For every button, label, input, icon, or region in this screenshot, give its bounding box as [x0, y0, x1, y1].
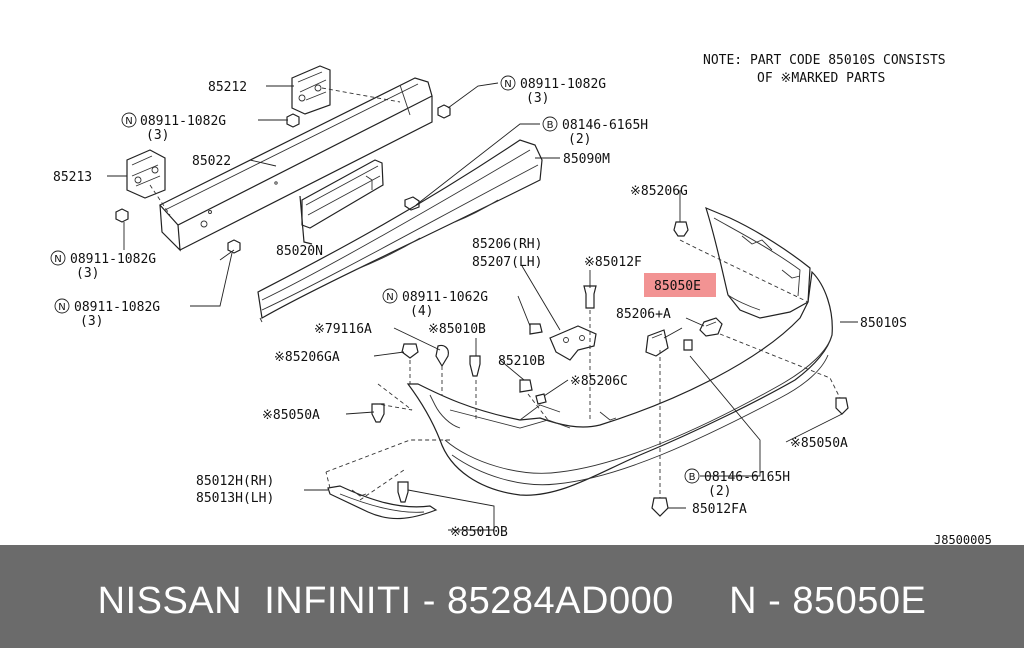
bracket-85212 — [291, 65, 331, 115]
symbol-circles: N N B N N N B — [50, 75, 700, 484]
label-qty: (2) — [568, 132, 591, 147]
label-qty: (3) — [80, 314, 103, 329]
bracket-85213 — [126, 149, 166, 199]
mud-guard-85012h — [327, 485, 438, 520]
label-qty: (2) — [708, 484, 731, 499]
label-08146-6165h-bottom[interactable]: 08146-6165H — [704, 470, 790, 485]
clip-85050e — [699, 317, 723, 337]
label-85010s[interactable]: 85010S — [860, 316, 907, 331]
symbol-n: N — [125, 116, 132, 127]
label-85012f[interactable]: ※85012F — [584, 255, 642, 270]
fasteners — [371, 221, 849, 517]
symbol-n: N — [504, 79, 511, 90]
label-85206ga[interactable]: ※85206GA — [274, 350, 340, 365]
absorber-85090m — [257, 139, 543, 323]
side-bracket-85206 — [549, 325, 597, 361]
symbol-b: B — [547, 120, 554, 131]
parts-diagram: NOTE: PART CODE 85010S CONSISTS OF ※MARK… — [50, 53, 992, 545]
label-85020n[interactable]: 85020N — [276, 244, 323, 259]
label-85050a-left[interactable]: ※85050A — [262, 408, 320, 423]
label-85210b[interactable]: 85210B — [498, 354, 545, 369]
label-85206g[interactable]: ※85206G — [630, 184, 688, 199]
label-85050a-right[interactable]: ※85050A — [790, 436, 848, 451]
label-qty: (4) — [410, 304, 433, 319]
label-08911-1082g-left-mid[interactable]: 08911-1082G — [70, 252, 156, 267]
drawing-id: J8500005 — [934, 533, 992, 545]
label-08911-1062g-center[interactable]: 08911-1062G — [402, 290, 488, 305]
label-85212[interactable]: 85212 — [208, 80, 247, 95]
label-85206a[interactable]: 85206+A — [616, 307, 671, 322]
label-08146-6165h-top[interactable]: 08146-6165H — [562, 118, 648, 133]
diagram-svg: NOTE: PART CODE 85010S CONSISTS OF ※MARK… — [50, 53, 992, 545]
label-85022[interactable]: 85022 — [192, 154, 231, 169]
dashed-leaders — [325, 239, 841, 501]
reinforcement-beam — [159, 77, 433, 252]
bumper-fascia-85010s — [406, 206, 833, 496]
label-85012fa[interactable]: 85012FA — [692, 502, 747, 517]
label-qty: (3) — [526, 91, 549, 106]
note-line-1: NOTE: PART CODE 85010S CONSISTS — [703, 53, 946, 68]
label-85050e[interactable]: 85050E — [654, 279, 701, 294]
footer-title: NISSAN INFINITI - 85284AD000 N - 85050E — [97, 580, 927, 622]
label-85213[interactable]: 85213 — [53, 170, 92, 185]
symbol-n: N — [386, 292, 393, 303]
footer-bar: NISSAN INFINITI - 85284AD000 N - 85050E — [0, 545, 1024, 648]
symbol-n: N — [54, 254, 61, 265]
label-qty: (3) — [146, 128, 169, 143]
nuts-upper — [115, 104, 451, 254]
bracket-85206a — [645, 329, 669, 357]
absorber-85020n — [299, 159, 384, 245]
label-08911-1082g-left-top[interactable]: 08911-1082G — [140, 114, 226, 129]
label-85010b-bottom[interactable]: ※85010B — [450, 525, 508, 540]
highlight-85050e — [644, 273, 716, 297]
label-85013h-lh[interactable]: 85013H(LH) — [196, 491, 274, 506]
label-85206c[interactable]: ※85206C — [570, 374, 628, 389]
label-08911-1082g-left-low[interactable]: 08911-1082G — [74, 300, 160, 315]
label-qty: (3) — [76, 266, 99, 281]
leader-lines — [107, 82, 858, 531]
label-85012h-rh[interactable]: 85012H(RH) — [196, 474, 274, 489]
note-line-2: OF ※MARKED PARTS — [757, 71, 885, 86]
label-85010b-top[interactable]: ※85010B — [428, 322, 486, 337]
label-79116a[interactable]: ※79116A — [314, 322, 372, 337]
symbol-b: B — [689, 472, 696, 483]
label-85090m[interactable]: 85090M — [563, 152, 610, 167]
label-85206-rh[interactable]: 85206(RH) — [472, 237, 542, 252]
label-08911-1082g-top-right[interactable]: 08911-1082G — [520, 77, 606, 92]
label-85207-lh[interactable]: 85207(LH) — [472, 255, 542, 270]
symbol-n: N — [58, 302, 65, 313]
